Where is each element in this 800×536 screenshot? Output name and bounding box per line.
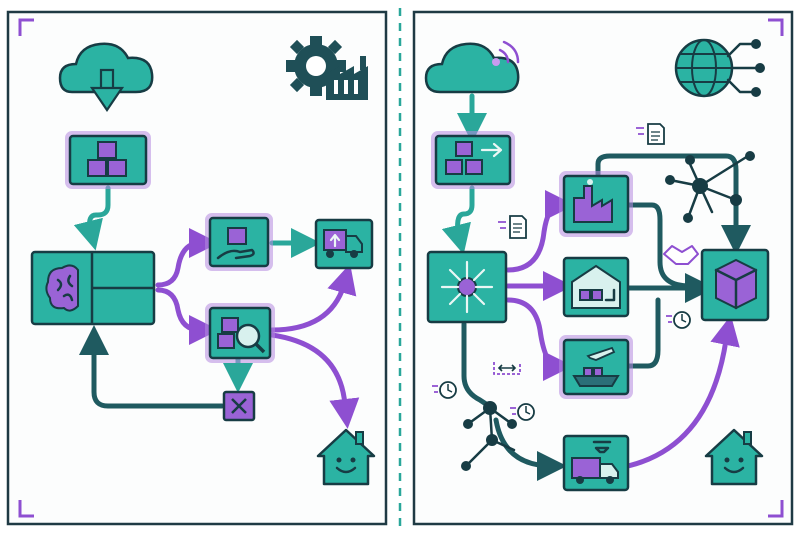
network-node-icon	[665, 151, 755, 223]
handshake-icon	[663, 245, 699, 265]
factory-icon	[559, 171, 633, 237]
stopwatch-icon	[510, 403, 535, 421]
document-icon	[498, 215, 527, 239]
flow-arrow	[505, 190, 575, 273]
flow-arrow	[79, 325, 225, 409]
flow-arrow	[269, 332, 360, 429]
flow-arrow	[461, 321, 489, 407]
flow-arrow	[155, 287, 219, 345]
globe-network-icon	[674, 38, 765, 98]
flow-arrow	[441, 185, 475, 255]
flow-arrow	[155, 228, 219, 288]
flow-arrow	[625, 297, 661, 369]
factory-gear-icon	[286, 36, 368, 100]
flow-arrow	[269, 263, 357, 333]
packages-icon	[65, 131, 151, 189]
flow-arrow	[505, 297, 573, 381]
corner-bracket	[768, 500, 784, 518]
home-smiley-icon	[704, 428, 764, 486]
document-icon	[636, 123, 665, 145]
distribution-hub-icon	[426, 250, 508, 324]
final-package-icon	[700, 248, 770, 322]
flow-arrow	[493, 417, 567, 481]
stopwatch-icon	[666, 311, 691, 329]
stopwatch-icon	[432, 381, 457, 399]
flow-arrow	[73, 185, 111, 251]
reject-x-icon	[222, 390, 256, 422]
packages-export-icon	[431, 131, 515, 189]
home-smiley-icon	[316, 428, 376, 486]
hand-package-icon	[205, 213, 273, 271]
cloud-download-icon	[58, 42, 154, 112]
drone-truck-icon	[562, 434, 630, 492]
cloud-signal-icon	[424, 40, 520, 94]
brain-icon	[30, 250, 156, 326]
corner-bracket	[768, 18, 784, 36]
delivery-truck-icon	[314, 218, 374, 270]
corner-bracket	[18, 18, 34, 36]
flow-arrow	[625, 202, 693, 289]
air-sea-freight-icon	[559, 335, 633, 399]
sync-icon	[493, 362, 521, 375]
inspection-magnifier-icon	[205, 303, 275, 363]
corner-bracket	[18, 500, 34, 518]
network-node-icon	[461, 401, 517, 471]
flow-arrow	[625, 315, 740, 469]
warehouse-icon	[562, 256, 630, 318]
